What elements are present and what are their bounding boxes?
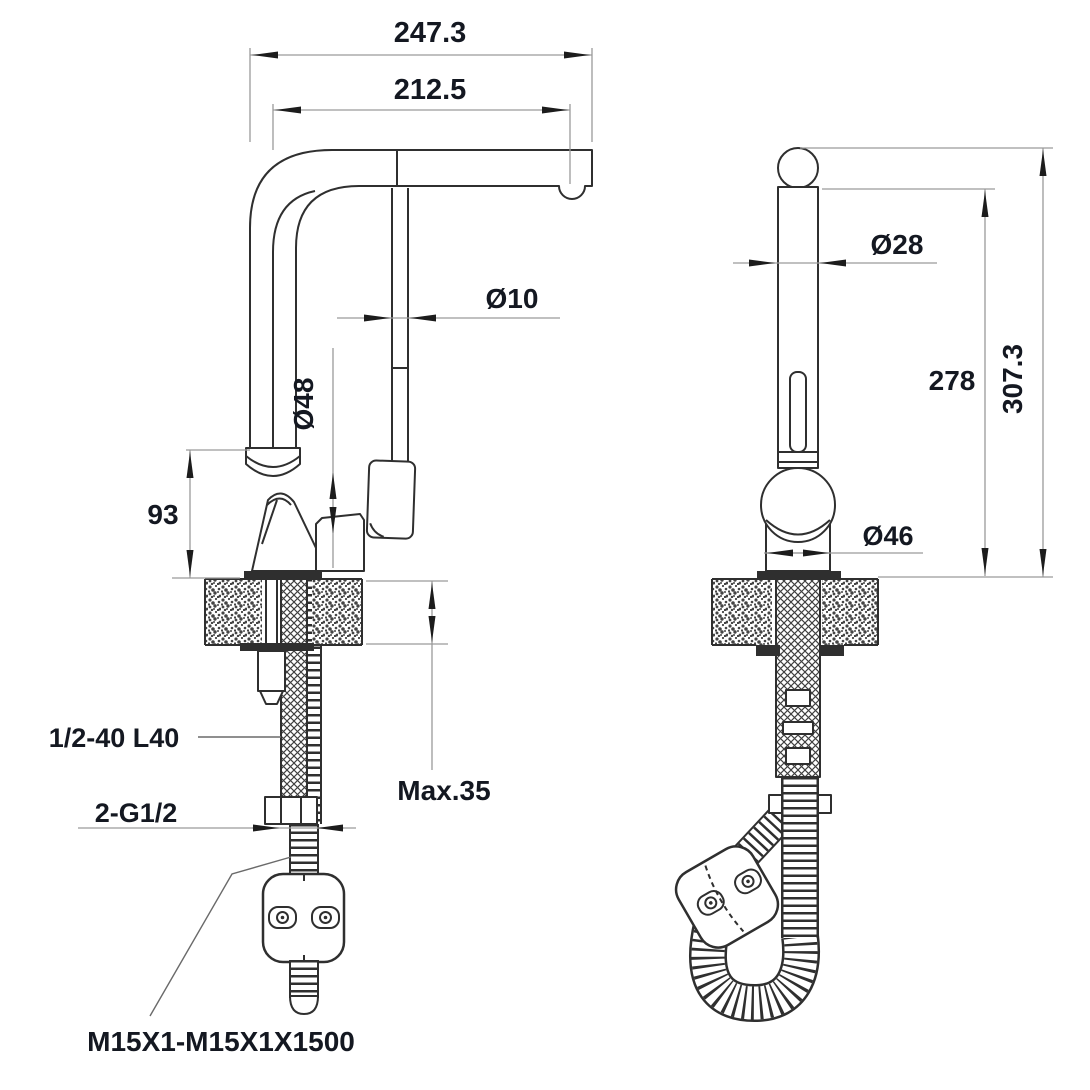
front-base-plate (244, 571, 322, 580)
front-wand-rod (391, 188, 409, 461)
dim-tube-diameter-label: Ø28 (871, 229, 924, 260)
dim-overall-reach: 247.3 (249, 17, 593, 142)
dim-body-height-label: 93 (147, 499, 178, 530)
dim-spout-height-label: 278 (929, 365, 976, 396)
side-mount-tab-left (756, 645, 780, 656)
dim-max-counter-label: Max.35 (397, 775, 490, 806)
front-view (204, 149, 593, 1015)
front-body-collar (245, 447, 301, 477)
dim-wand-diameter: Ø10 (337, 283, 560, 322)
side-hose-connector-2 (782, 721, 814, 735)
front-body-cone (251, 492, 317, 572)
front-valve-block (315, 513, 365, 572)
dim-wand-diameter-label: Ø10 (486, 283, 539, 314)
front-locknut (257, 650, 286, 705)
callout-shank-spec-label: 1/2-40 L40 (49, 723, 180, 753)
front-washer-bar (240, 643, 314, 651)
side-hose-loop (689, 920, 820, 1022)
dim-inlet-spec-label: 2-G1/2 (95, 798, 178, 828)
side-dimensions: Ø28 278 307.3 Ø46 (733, 147, 1053, 578)
side-base-plate (757, 571, 841, 580)
side-view (674, 147, 879, 1022)
callout-hose-spec: M15X1-M15X1X1500 (87, 856, 355, 1057)
front-hex-nut (264, 796, 318, 825)
side-body-ball (760, 467, 836, 572)
front-mounting-stud (265, 579, 278, 650)
front-spout-tube (249, 149, 593, 449)
side-mount-tab-right (820, 645, 844, 656)
dim-overall-height-label: 307.3 (997, 344, 1028, 414)
side-hose-connector-3 (785, 747, 811, 765)
dim-base-diameter-label: Ø46 (862, 521, 913, 551)
callout-hose-spec-label: M15X1-M15X1X1500 (87, 1026, 355, 1057)
side-spout-tube (777, 147, 819, 469)
dim-base-diameter: Ø46 (764, 521, 923, 557)
dim-max-counter-thickness: Max.35 (366, 580, 491, 806)
side-hose-lug-left (768, 794, 783, 814)
front-hose-weight (261, 872, 346, 964)
dim-body-diameter: Ø48 (288, 348, 337, 568)
side-hose-connector-1 (785, 689, 811, 707)
side-spout-top-cap (777, 147, 819, 189)
dim-overall-reach-label: 247.3 (394, 17, 467, 49)
side-threaded-shank (775, 578, 821, 778)
dim-spout-reach: 212.5 (272, 74, 571, 184)
side-hose-weight (674, 845, 780, 949)
front-hose-lower (289, 960, 319, 1015)
side-hose-lug-right (817, 794, 832, 814)
callout-shank-spec: 1/2-40 L40 (49, 723, 281, 753)
front-dimensions: 247.3 212.5 Ø10 Ø48 93 (49, 17, 593, 1057)
dim-tube-diameter: Ø28 (733, 229, 937, 267)
side-countertop (711, 578, 879, 656)
front-hose-end-cap (289, 995, 319, 1015)
dim-inlet-spec: 2-G1/2 (78, 798, 356, 832)
front-lever-handle (365, 459, 417, 540)
dim-overall-height: 307.3 (800, 147, 1053, 578)
dim-body-height: 93 (147, 449, 250, 579)
dim-body-diameter-label: Ø48 (288, 378, 319, 431)
dim-spout-reach-label: 212.5 (394, 74, 467, 106)
side-hose-vertical-ribbed (768, 777, 832, 938)
dim-spout-height: 278 (822, 188, 995, 576)
